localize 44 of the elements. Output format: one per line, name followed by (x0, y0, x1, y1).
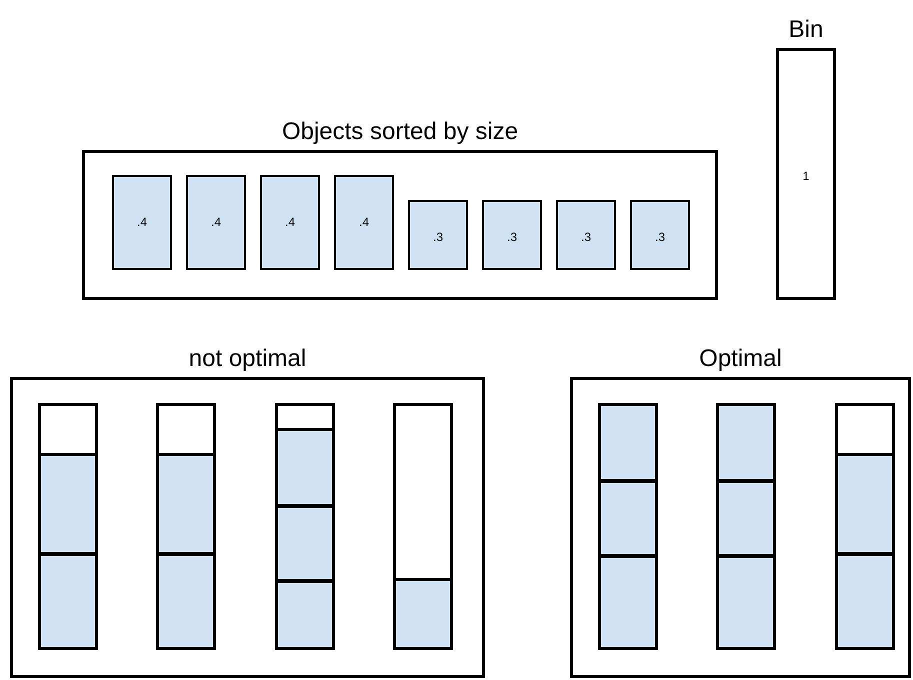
packed-object (835, 453, 895, 555)
object-size: .3 (432, 230, 444, 244)
object-block (630, 200, 690, 270)
bin-box (598, 403, 658, 650)
bin-box (716, 403, 776, 650)
packed-object (156, 553, 216, 650)
object-block (408, 200, 468, 270)
capacity-label: 1 (802, 169, 810, 184)
object-block (482, 200, 542, 270)
bin-box (275, 403, 335, 650)
bin-box (835, 403, 895, 650)
packed-object (275, 428, 335, 507)
packed-object (598, 480, 658, 557)
object-block (186, 175, 246, 270)
packed-object (275, 505, 335, 582)
panel-heading: Objects sorted by size (282, 118, 518, 145)
object-block (260, 175, 320, 270)
object-block (334, 175, 394, 270)
packed-object (716, 480, 776, 557)
packed-object (156, 453, 216, 555)
object-size: .4 (210, 215, 222, 230)
packed-object (598, 555, 658, 650)
bin-box (393, 403, 453, 650)
object-size: .4 (136, 215, 148, 230)
packed-object (38, 453, 98, 555)
panel-heading: Bin (788, 16, 824, 43)
object-size: .4 (284, 215, 296, 230)
packed-object (716, 555, 776, 650)
panel-heading: not optimal (188, 346, 306, 372)
object-block (112, 175, 172, 270)
bin-box (156, 403, 216, 650)
packed-object (716, 403, 776, 482)
panel-heading: Optimal (699, 346, 782, 372)
object-size: .4 (358, 215, 370, 230)
bin-box (38, 403, 98, 650)
packed-object (393, 578, 453, 650)
object-size: .3 (654, 230, 666, 244)
packed-object (275, 580, 335, 650)
object-block (556, 200, 616, 270)
packed-object (38, 553, 98, 650)
object-size: .3 (580, 230, 592, 244)
packed-object (598, 403, 658, 482)
packed-object (835, 553, 895, 650)
object-size: .3 (506, 230, 518, 244)
